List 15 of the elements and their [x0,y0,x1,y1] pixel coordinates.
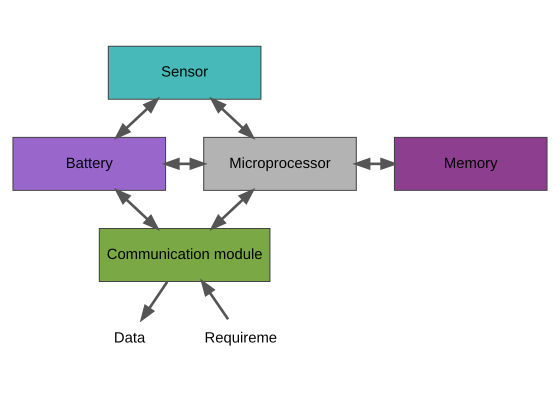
node-box: Battery [12,136,166,190]
node-box: Sensor [108,45,262,100]
arrow [114,96,160,140]
node-box: Communication module [98,227,270,282]
arrow [162,157,208,170]
arrow [140,280,168,322]
node-box: Microprocessor [203,136,357,190]
arrow [209,96,256,140]
node-text: Requireme [204,330,278,346]
node-box: Memory [394,136,548,190]
node-text: Data [114,330,146,346]
arrow [200,278,230,320]
arrow [209,187,256,230]
arrow [114,187,160,230]
arrow [352,157,398,170]
